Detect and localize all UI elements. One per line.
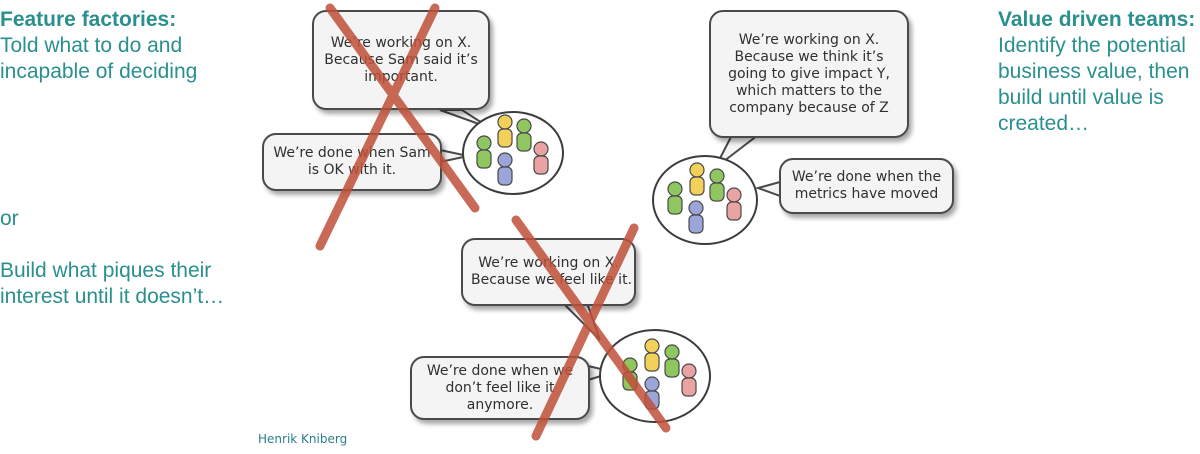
feature-factories-text: Feature factories: Told what to do and i… bbox=[0, 7, 240, 85]
team-value-people bbox=[667, 162, 742, 234]
value-driven-line-4: created… bbox=[998, 112, 1090, 135]
bubble-text: metrics have moved bbox=[794, 186, 939, 202]
person-icon bbox=[644, 376, 660, 410]
credit-text: Henrik Kniberg bbox=[258, 432, 348, 446]
person-icon bbox=[497, 152, 513, 186]
value-driven-teams-text: Value driven teams: Identify the potenti… bbox=[998, 7, 1200, 137]
bubble-text: We’re working on X. bbox=[330, 34, 472, 51]
person-icon bbox=[497, 114, 513, 148]
build-line-1: Build what piques their bbox=[0, 259, 212, 282]
person-icon bbox=[709, 168, 725, 202]
person-icon bbox=[533, 141, 549, 175]
value-driven-heading: Value driven teams: bbox=[998, 8, 1196, 31]
bubble-text: Because we think it’s bbox=[734, 48, 884, 65]
bubble-text: going to give impact Y, bbox=[728, 65, 890, 82]
bubble-text: We’re working on X. bbox=[738, 31, 880, 48]
team-sam-people bbox=[476, 114, 549, 186]
bubble-value-done: We’re done when the metrics have moved bbox=[779, 158, 954, 214]
bubble-sam-working: We’re working on X. Because Sam said it’… bbox=[312, 10, 490, 110]
bubble-text: anymore. bbox=[466, 396, 534, 413]
person-icon bbox=[681, 363, 697, 397]
team-circle-value bbox=[652, 155, 758, 245]
value-driven-line-3: build until value is bbox=[998, 86, 1164, 109]
bubble-text: Because Sam said it’s bbox=[324, 51, 478, 68]
person-icon bbox=[726, 187, 742, 221]
build-line-2: interest until it doesn’t… bbox=[0, 285, 225, 308]
bubble-text: don’t feel like it bbox=[445, 379, 555, 396]
person-icon bbox=[476, 135, 492, 169]
build-interest-text: Build what piques their interest until i… bbox=[0, 258, 250, 310]
bubble-value-working: We’re working on X. Because we think it’… bbox=[709, 10, 909, 138]
value-driven-line-2: business value, then bbox=[998, 60, 1190, 83]
bubble-text: We’re working on X. bbox=[478, 255, 619, 271]
bubble-text: important. bbox=[364, 68, 438, 85]
feature-factories-heading: Feature factories: bbox=[0, 8, 177, 31]
person-icon bbox=[664, 344, 680, 378]
value-driven-line-1: Identify the potential bbox=[998, 34, 1186, 57]
tail-value-done bbox=[754, 180, 781, 198]
person-icon bbox=[622, 357, 638, 391]
feature-factories-line-2: incapable of deciding bbox=[0, 60, 198, 83]
or-text: or bbox=[0, 207, 19, 230]
bubble-feel-working: We’re working on X. Because we feel like… bbox=[461, 238, 636, 306]
person-icon bbox=[644, 338, 660, 372]
bubble-feel-done: We’re done when we don’t feel like it an… bbox=[410, 356, 590, 420]
bubble-text: We’re done when the bbox=[791, 169, 942, 185]
bubble-text: Because we feel like it. bbox=[471, 272, 633, 288]
bubble-text: We’re done when Sam bbox=[273, 145, 431, 161]
bubble-sam-done: We’re done when Sam is OK with it. bbox=[262, 133, 442, 191]
person-icon bbox=[516, 118, 532, 152]
person-icon bbox=[667, 181, 683, 215]
bubble-text: which matters to the bbox=[735, 82, 883, 99]
bubble-text: is OK with it. bbox=[307, 162, 397, 178]
person-icon bbox=[689, 162, 705, 196]
feature-factories-line-1: Told what to do and bbox=[0, 34, 183, 57]
tail-feel-working bbox=[557, 299, 601, 341]
bubble-text: company because of Z bbox=[729, 99, 889, 116]
bubble-text: We’re done when we bbox=[426, 362, 574, 379]
person-icon bbox=[688, 200, 704, 234]
